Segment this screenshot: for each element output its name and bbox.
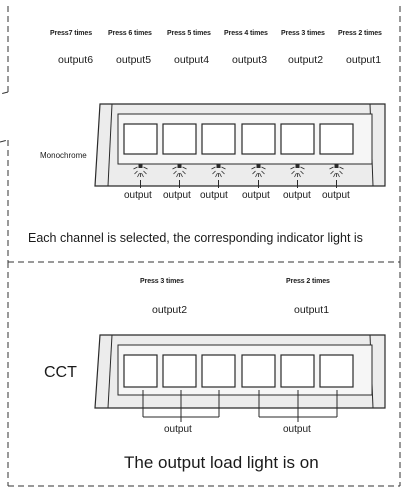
output-name-6: output6	[58, 54, 94, 66]
cct-channel-button-5	[280, 354, 315, 388]
cct-channel-button-1	[123, 354, 158, 388]
indicator-light-icon	[290, 164, 305, 188]
cct-group-brackets	[142, 390, 338, 422]
monochrome-channel-button-4	[241, 123, 276, 155]
cct-output-name-2: output2	[152, 304, 188, 316]
indicator-light-icon	[329, 164, 344, 188]
monochrome-channel-button-3	[201, 123, 236, 155]
indicator-light-icon	[172, 164, 187, 188]
output-name-2: output2	[288, 54, 324, 66]
bottom-caption: The output load light is on	[124, 453, 319, 472]
cct-channel-button-3	[201, 354, 236, 388]
cct-press-label-1: Press 2 times	[286, 278, 330, 285]
mono-button-label-1: output	[124, 190, 152, 201]
cct-button-row	[123, 354, 354, 388]
monochrome-channel-button-6	[319, 123, 354, 155]
press-label-3: Press 5 times	[167, 30, 211, 37]
press-label-4: Press 4 times	[224, 30, 268, 37]
press-label-2: Press 6 times	[108, 30, 152, 37]
mono-button-label-5: output	[283, 190, 311, 201]
cct-group-label-1: output	[164, 424, 192, 435]
indicator-light-icon	[133, 164, 148, 188]
dashed-frame	[0, 6, 401, 487]
output-name-4: output4	[174, 54, 210, 66]
cct-output-name-1: output1	[294, 304, 330, 316]
monochrome-label: Monochrome	[40, 151, 87, 160]
monochrome-button-row	[123, 123, 354, 188]
indicator-light-icon	[251, 164, 266, 188]
press-label-6: Press 2 times	[338, 30, 382, 37]
cct-group-label-2: output	[283, 424, 311, 435]
mono-button-label-2: output	[163, 190, 191, 201]
monochrome-channel-button-2	[162, 123, 197, 155]
press-label-5: Press 3 times	[281, 30, 325, 37]
mono-button-label-3: output	[200, 190, 228, 201]
cct-channel-button-6	[319, 354, 354, 388]
cct-channel-button-4	[241, 354, 276, 388]
cct-channel-button-2	[162, 354, 197, 388]
mono-button-label-4: output	[242, 190, 270, 201]
indicator-light-icon	[211, 164, 226, 188]
monochrome-channel-button-5	[280, 123, 315, 155]
press-label-1: Press7 times	[50, 30, 92, 37]
cct-label: CCT	[44, 364, 77, 381]
top-caption: Each channel is selected, the correspond…	[28, 231, 363, 245]
output-name-1: output1	[346, 54, 382, 66]
mono-button-label-6: output	[322, 190, 350, 201]
output-name-5: output5	[116, 54, 152, 66]
monochrome-channel-button-1	[123, 123, 158, 155]
cct-press-label-2: Press 3 times	[140, 278, 184, 285]
output-name-3: output3	[232, 54, 268, 66]
